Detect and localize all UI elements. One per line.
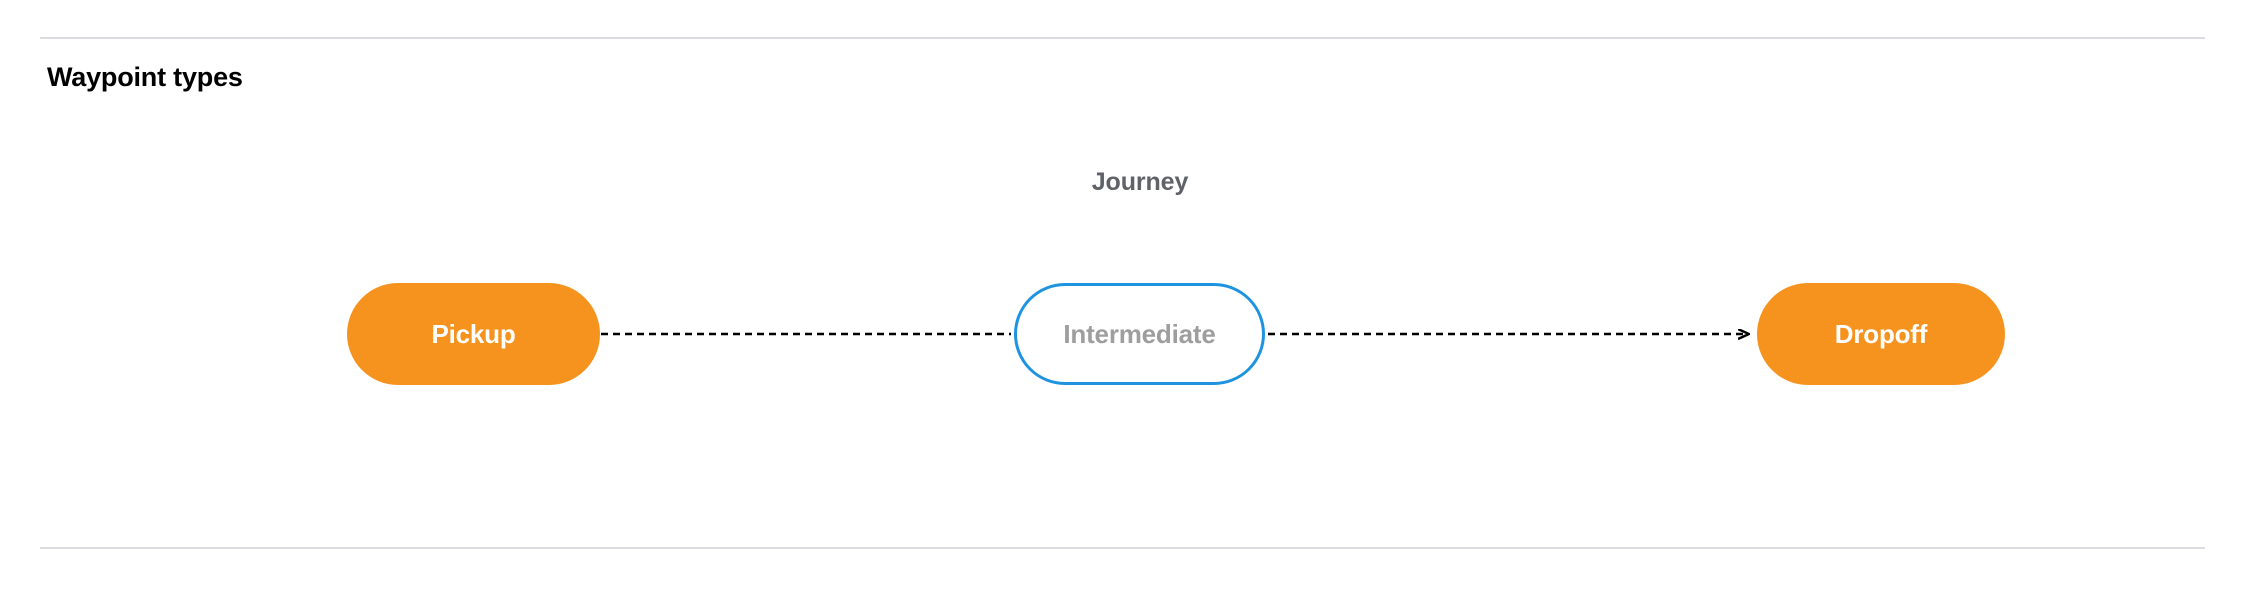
node-intermediate-label: Intermediate (1063, 318, 1216, 349)
section-divider-top (40, 37, 2205, 39)
page-title: Waypoint types (47, 62, 243, 92)
node-dropoff-label: Dropoff (1834, 318, 1928, 349)
node-pickup[interactable]: Pickup (347, 283, 600, 385)
section-divider-bottom (40, 547, 2205, 549)
node-intermediate[interactable]: Intermediate (1014, 283, 1265, 385)
node-dropoff[interactable]: Dropoff (1757, 283, 2005, 385)
node-pickup-label: Pickup (431, 318, 516, 349)
journey-label: Journey (1091, 168, 1189, 196)
